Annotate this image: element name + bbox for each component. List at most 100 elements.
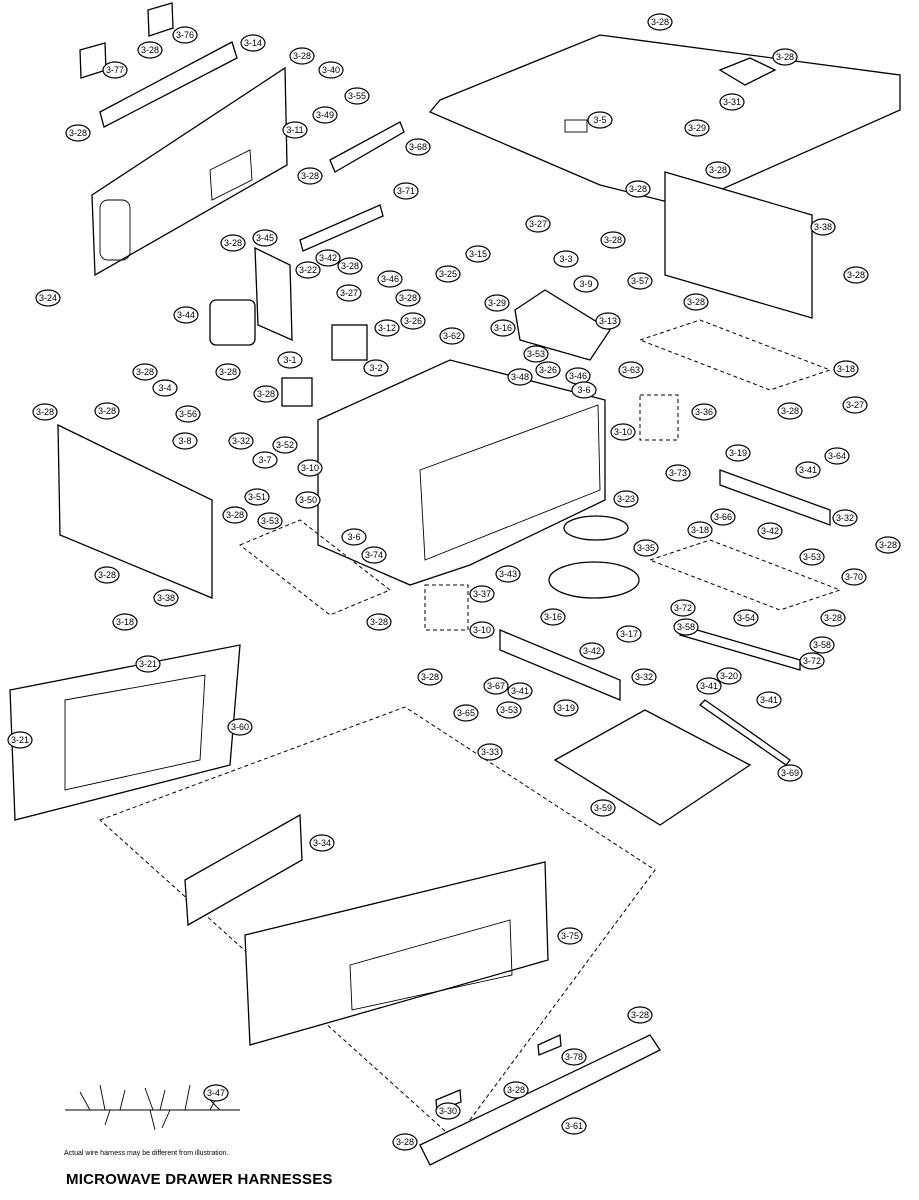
- callout-bubble: [799, 548, 825, 566]
- callout-3-69: 3-69: [777, 764, 803, 782]
- callout-bubble: [613, 490, 639, 508]
- callout-text: 3-28: [226, 510, 244, 520]
- callout-text: 3-69: [781, 768, 799, 778]
- callout-text: 3-53: [803, 552, 821, 562]
- callout-bubble: [289, 47, 315, 65]
- callout-text: 3-63: [622, 365, 640, 375]
- callout-bubble: [557, 927, 583, 945]
- callout-bubble: [222, 506, 248, 524]
- callout-text: 3-6: [577, 385, 590, 395]
- callout-bubble: [719, 93, 745, 111]
- callout-3-28: 3-28: [337, 257, 363, 275]
- left-side-panel: [57, 423, 213, 599]
- callout-bubble: [32, 403, 58, 421]
- callout-text: 3-47: [207, 1088, 225, 1098]
- callout-bubble: [696, 677, 722, 695]
- callout-text: 3-66: [714, 512, 732, 522]
- blower-fan: [209, 299, 256, 346]
- callout-text: 3-28: [98, 406, 116, 416]
- callout-3-73: 3-73: [665, 464, 691, 482]
- callout-text: 3-22: [299, 265, 317, 275]
- callout-3-28: 3-28: [503, 1081, 529, 1099]
- callout-text: 3-11: [286, 125, 303, 135]
- callout-3-54: 3-54: [733, 609, 759, 627]
- callout-3-6: 3-6: [571, 381, 597, 399]
- callout-bubble: [561, 1117, 587, 1135]
- callout-text: 3-38: [157, 593, 175, 603]
- callout-bubble: [392, 1133, 418, 1151]
- callout-bubble: [132, 363, 158, 381]
- callout-bubble: [832, 509, 858, 527]
- callout-3-18: 3-18: [687, 521, 713, 539]
- callout-bubble: [175, 405, 201, 423]
- callout-bubble: [244, 488, 270, 506]
- callout-bubble: [341, 528, 367, 546]
- callout-bubble: [374, 319, 400, 337]
- callout-3-32: 3-32: [832, 509, 858, 527]
- callout-3-44: 3-44: [173, 306, 199, 324]
- trim-strip: [419, 1034, 661, 1166]
- callout-bubble: [665, 464, 691, 482]
- callout-3-21: 3-21: [7, 731, 33, 749]
- callout-bubble: [405, 138, 431, 156]
- callout-bubble: [627, 272, 653, 290]
- callout-text: 3-41: [760, 695, 778, 705]
- callout-3-1: 3-1: [277, 351, 303, 369]
- callout-3-71: 3-71: [393, 182, 419, 200]
- callout-3-57: 3-57: [627, 272, 653, 290]
- callout-3-41: 3-41: [756, 691, 782, 709]
- callout-3-38: 3-38: [153, 589, 179, 607]
- callout-3-26: 3-26: [400, 312, 426, 330]
- callout-bubble: [227, 718, 253, 736]
- callout-bubble: [495, 565, 521, 583]
- callout-text: 3-27: [846, 400, 864, 410]
- callout-3-28: 3-28: [395, 289, 421, 307]
- callout-3-53: 3-53: [496, 701, 522, 719]
- callout-3-6: 3-6: [341, 528, 367, 546]
- callout-bubble: [571, 381, 597, 399]
- callout-text: 3-57: [631, 276, 649, 286]
- callout-3-72: 3-72: [799, 652, 825, 670]
- callout-3-70: 3-70: [841, 568, 867, 586]
- callout-3-65: 3-65: [453, 704, 479, 722]
- callout-bubble: [633, 539, 659, 557]
- callout-3-22: 3-22: [295, 261, 321, 279]
- callout-bubble: [469, 585, 495, 603]
- callout-3-63: 3-63: [618, 361, 644, 379]
- callout-bubble: [295, 491, 321, 509]
- callout-3-28: 3-28: [417, 668, 443, 686]
- callout-3-28: 3-28: [222, 506, 248, 524]
- callout-bubble: [824, 447, 850, 465]
- callout-bubble: [772, 48, 798, 66]
- callout-bubble: [683, 293, 709, 311]
- callout-bubble: [523, 345, 549, 363]
- callout-3-28: 3-28: [705, 161, 731, 179]
- callout-bubble: [361, 546, 387, 564]
- callout-text: 3-67: [487, 681, 505, 691]
- callout-text: 3-21: [11, 735, 29, 745]
- callout-3-37: 3-37: [469, 585, 495, 603]
- callout-3-4: 3-4: [152, 379, 178, 397]
- cover-plate: [718, 57, 777, 86]
- callout-bubble: [112, 613, 138, 631]
- callout-text: 3-46: [569, 371, 587, 381]
- callout-bubble: [252, 451, 278, 469]
- callout-3-19: 3-19: [725, 444, 751, 462]
- callout-3-53: 3-53: [523, 345, 549, 363]
- bracket-19: [719, 469, 831, 526]
- callout-bubble: [318, 61, 344, 79]
- callout-text: 3-28: [341, 261, 359, 271]
- callout-bubble: [503, 1081, 529, 1099]
- callout-text: 3-52: [276, 440, 294, 450]
- callout-bubble: [395, 289, 421, 307]
- callout-3-3: 3-3: [553, 250, 579, 268]
- bottom-plate: [553, 709, 752, 826]
- callout-bubble: [94, 402, 120, 420]
- callout-bubble: [297, 459, 323, 477]
- callout-text: 3-10: [301, 463, 319, 473]
- callout-3-35: 3-35: [633, 539, 659, 557]
- callout-text: 3-70: [845, 572, 863, 582]
- callout-3-28: 3-28: [132, 363, 158, 381]
- callout-text: 3-28: [36, 407, 54, 417]
- callout-bubble: [484, 294, 510, 312]
